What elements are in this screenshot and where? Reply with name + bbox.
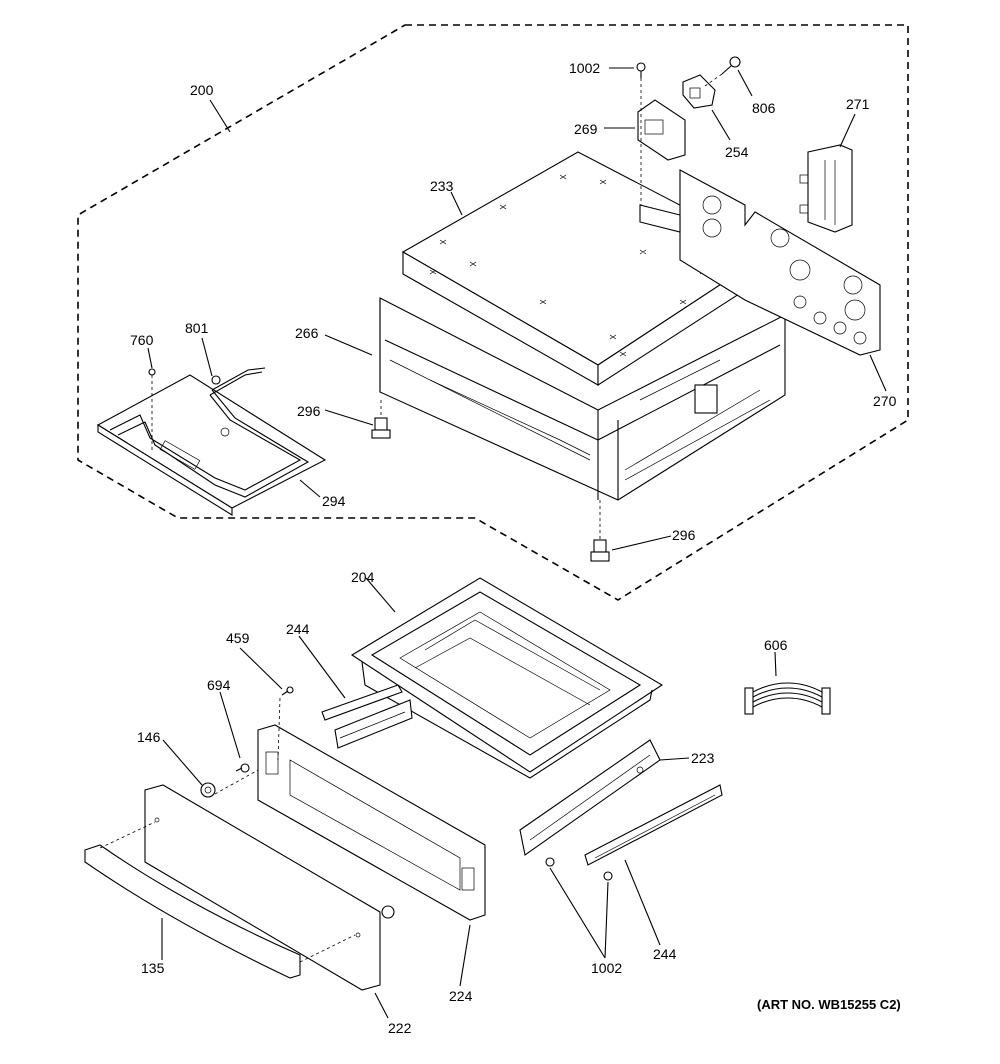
label-200: 200: [190, 82, 214, 98]
label-204: 204: [351, 569, 375, 585]
label-266: 266: [295, 325, 319, 341]
leveling-leg-296-a: [371, 417, 391, 439]
label-224: 224: [449, 988, 473, 1004]
label-801: 801: [185, 320, 209, 336]
handle-135: [84, 821, 356, 979]
spacer-146: [200, 782, 216, 798]
label-135: 135: [141, 960, 165, 976]
terminal-block-271: [799, 144, 853, 233]
label-296-a: 296: [297, 403, 321, 419]
rear-panel-270: [679, 169, 881, 356]
label-244-bottom: 244: [653, 946, 677, 962]
label-254: 254: [725, 144, 749, 160]
drawer-pan-204: [350, 577, 664, 779]
screw-1002-top: [636, 62, 646, 78]
label-760: 760: [130, 332, 154, 348]
leveling-leg-296-b: [590, 539, 610, 562]
label-294: 294: [322, 493, 346, 509]
label-146: 146: [137, 729, 161, 745]
label-1002-top: 1002: [569, 60, 600, 76]
screw-806: [704, 56, 741, 87]
leader-lines: [147, 67, 887, 1019]
screw-459: [277, 686, 294, 761]
label-269: 269: [574, 121, 598, 137]
label-694: 694: [207, 677, 231, 693]
wire-harness-606: [744, 682, 831, 715]
oven-frame-266: [379, 297, 786, 540]
label-233: 233: [430, 178, 454, 194]
label-806: 806: [752, 100, 776, 116]
switch-254: [682, 74, 716, 109]
assembly-boundary-200: [77, 24, 909, 601]
drawer-front-222: [144, 784, 395, 991]
label-1002-bottom: 1002: [591, 960, 622, 976]
label-222: 222: [388, 1020, 412, 1036]
screw-694: [235, 763, 250, 773]
label-223: 223: [691, 750, 715, 766]
bracket-269: [637, 78, 686, 233]
art-number: (ART NO. WB15255 C2): [757, 997, 901, 1012]
label-606: 606: [764, 637, 788, 653]
drawer-frame-224: [257, 724, 486, 921]
label-244-top: 244: [286, 621, 310, 637]
bake-element-294: [96, 367, 327, 516]
screw-1002-bottom: [545, 857, 613, 881]
label-296-b: 296: [672, 527, 696, 543]
label-271: 271: [846, 96, 870, 112]
label-270: 270: [873, 393, 897, 409]
slide-rail-244-left: [321, 684, 413, 749]
slide-rail-244-right: [584, 784, 723, 866]
label-459: 459: [226, 630, 250, 646]
